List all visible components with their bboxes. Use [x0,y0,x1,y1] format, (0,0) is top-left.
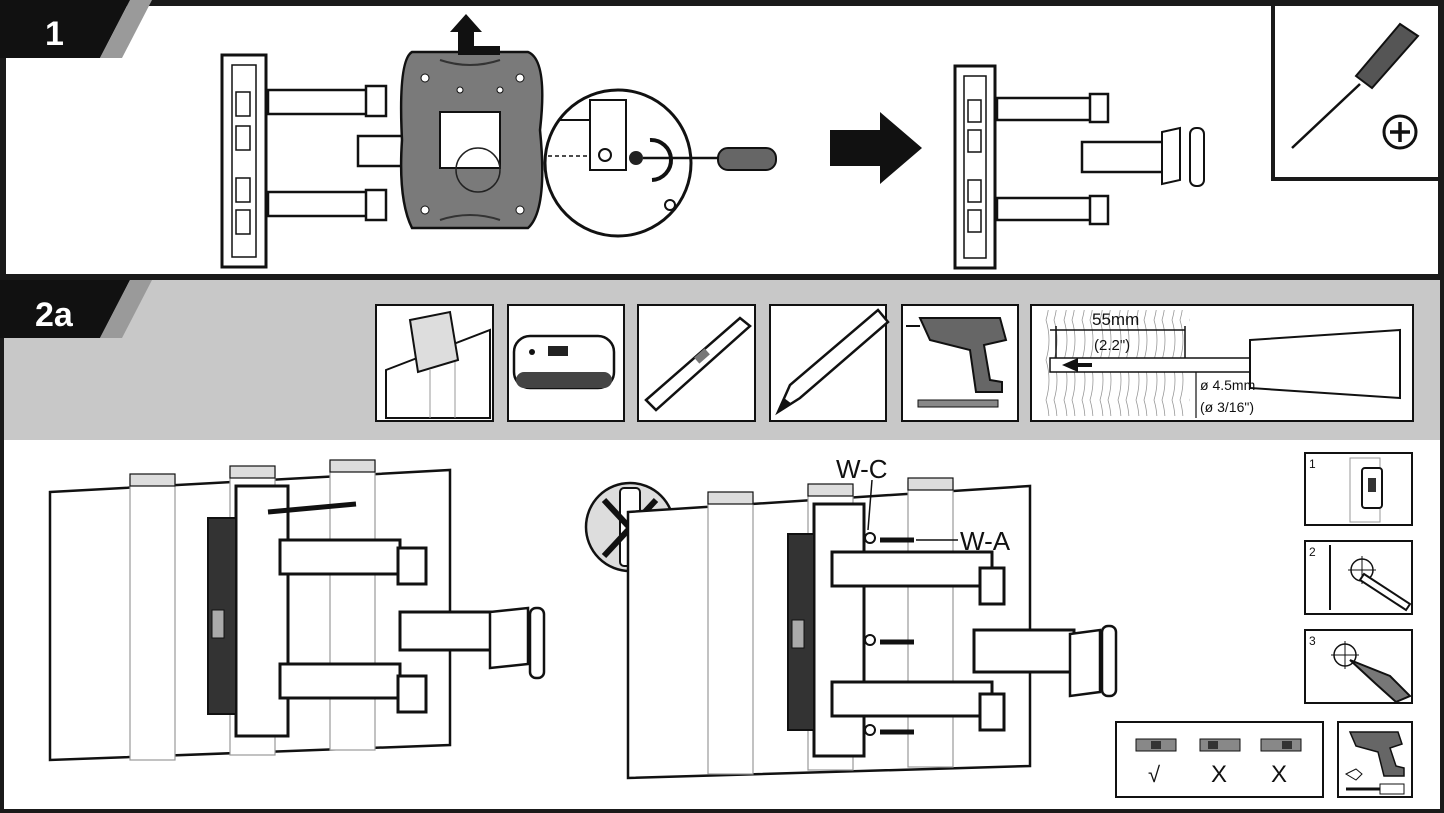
step-1-tab [0,0,130,58]
step-2a-number: 2a [35,296,74,334]
drill-tool-box [1337,721,1413,798]
substep-2-number: 2 [1309,545,1316,559]
tool-box-screwdriver [1271,2,1442,181]
drill-direction-arrow-icon [1062,358,1078,372]
screw-icon [629,151,643,165]
screwdriver-handle-icon [717,147,777,171]
level-mark-1: √ [1148,762,1161,787]
drill-depth-in: (2.2") [1094,337,1130,354]
substep-panel-3: 3 [1304,629,1413,704]
power-drill-icon [1348,731,1405,777]
wall-mount-assembly-result [953,64,1205,270]
zoom-detail-circle [543,88,720,238]
step-1-frame [2,2,1442,278]
drill-diameter-mm: ø 4.5mm [1200,377,1255,393]
tool-tile-drill [901,304,1019,422]
lag-bolt-icon [864,532,914,544]
tool-tile-level [637,304,756,422]
level-mark-3: X [1271,761,1287,788]
lag-bolt-icon [864,634,914,646]
spirit-level-icon [644,316,752,412]
substep-1-number: 1 [1309,457,1316,471]
wall-install-left [48,459,546,762]
pencil-icon [1358,572,1412,612]
drill-bit-icon [917,399,999,408]
step-1-tab-stripe [100,0,152,58]
tool-tile-pencil [769,304,890,422]
substep-3-number: 3 [1309,634,1316,648]
step-2a-tab [0,280,130,338]
level-wrong-right-icon [1260,738,1302,752]
lag-bolt-icon [864,724,914,736]
power-drill-icon [1349,659,1412,704]
tool-tile-wood-stud [375,304,494,422]
wall-mount-assembly-with-plate [220,50,544,269]
lift-up-arrow-icon [450,14,500,55]
drill-depth-mm: 55mm [1092,310,1139,329]
level-mark-2: X [1211,761,1227,788]
drill-diameter-in: (ø 3/16") [1200,399,1254,415]
level-wrong-left-icon [1199,738,1241,752]
level-check-box: √ X X [1115,721,1324,798]
substep-panel-2: 2 [1304,540,1413,615]
drill-chuck-icon [1249,328,1401,400]
pencil-icon [775,308,890,416]
next-arrow-icon [830,112,922,184]
substep-panel-1: 1 [1304,452,1413,526]
step-1-number: 1 [45,15,64,53]
label-wc: W-C [836,454,888,484]
power-drill-icon [918,317,1008,393]
tool-tile-stud-finder [507,304,625,422]
wood-stud-icon [408,310,460,374]
nut-icon [1344,768,1363,781]
step-2a-tab-stripe [100,280,152,338]
tool-tile-drill-spec: 55mm (2.2") ø 4.5mm (ø 3/16") [1030,304,1414,422]
label-wa: W-A [960,526,1011,556]
phillips-screwdriver-icon [1354,22,1420,90]
step-2a-section: 2a [0,276,1440,798]
wall-install-center: W-C W-A [626,454,1118,780]
pencil-mark-left [267,501,357,515]
bit-sleeve-icon [1379,783,1405,795]
step-1-section: 1 [0,0,1442,278]
